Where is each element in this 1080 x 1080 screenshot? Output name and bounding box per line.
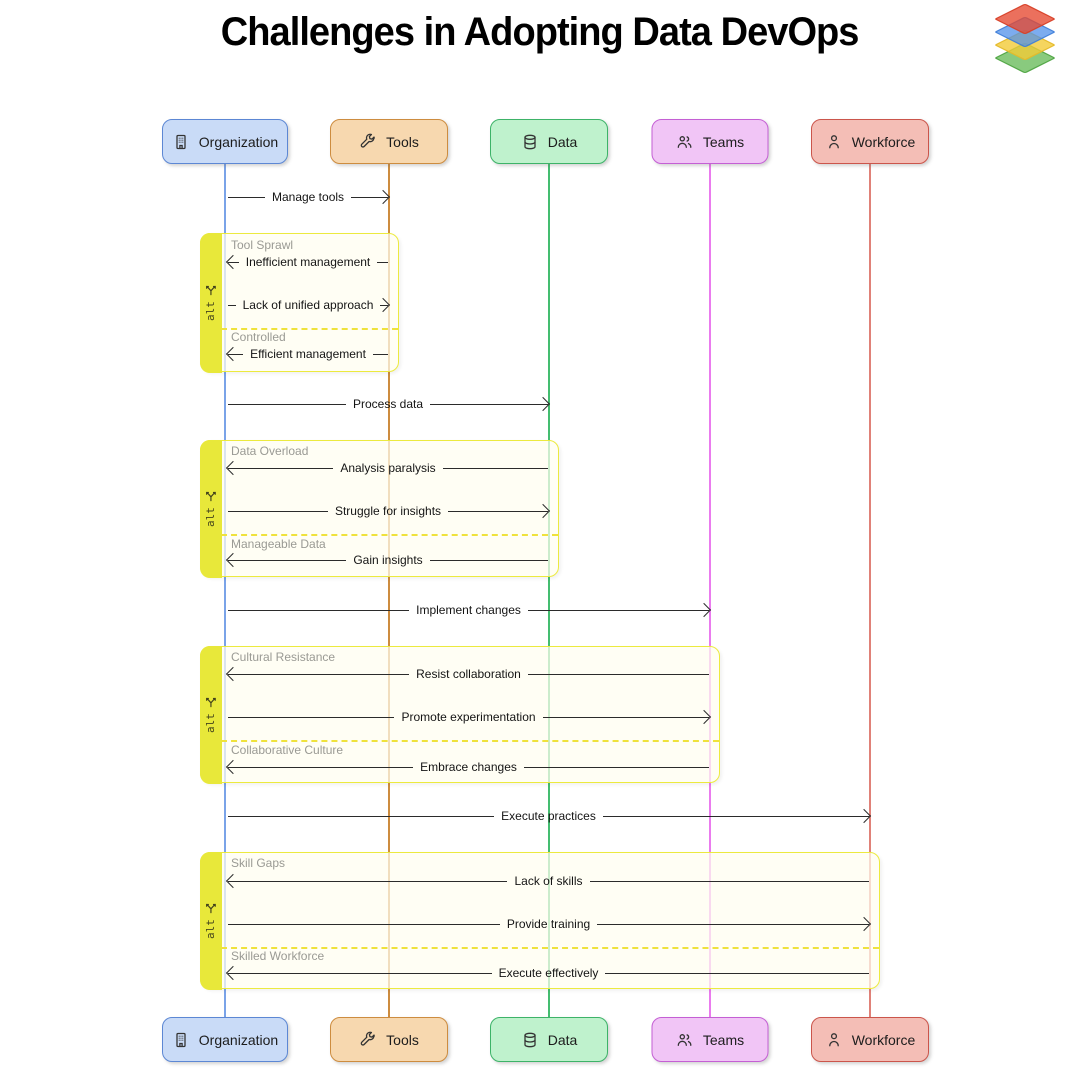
actor-label: Data [547, 1031, 578, 1048]
arrowhead-right-icon [696, 602, 712, 618]
alt-frame-skill-gaps: alt [199, 851, 880, 990]
person-icon [828, 1032, 839, 1046]
lifeline-data [548, 162, 550, 1018]
actor-label: Workforce [851, 1031, 916, 1048]
arrowhead-left-icon [225, 552, 241, 568]
message-struggle-for-insights: Struggle for insights [228, 503, 551, 519]
message-lack-of-skills: Lack of skills [225, 873, 869, 889]
actor-organization-bottom: Organization [162, 1017, 288, 1062]
case-label: Collaborative Culture [231, 743, 344, 757]
actor-teams-top: Teams [651, 119, 769, 164]
lifeline-organization [224, 162, 226, 1018]
actor-label: Teams [702, 133, 745, 150]
arrowhead-left-icon [225, 346, 241, 362]
alt-frame-data-overload: alt [199, 439, 559, 578]
case-label: Data Overload [231, 444, 309, 458]
arrowhead-right-icon [856, 808, 872, 824]
arrowhead-left-icon [225, 873, 241, 889]
alt-frame-cultural-resistance: alt [199, 645, 720, 784]
case-label: Cultural Resistance [231, 650, 336, 664]
actor-label: Teams [702, 1031, 745, 1048]
database-icon [524, 134, 536, 149]
alt-frame-tab: alt [199, 851, 222, 990]
alt-operator-label: alt [204, 713, 217, 733]
actor-label: Tools [386, 1031, 419, 1048]
actor-label: Organization [198, 133, 279, 150]
case-label: Tool Sprawl [231, 238, 294, 252]
actor-workforce-bottom: Workforce [811, 1017, 929, 1062]
branch-icon [205, 286, 216, 296]
case-label: Skill Gaps [231, 856, 286, 870]
database-icon [524, 1032, 536, 1047]
message-embrace-changes: Embrace changes [225, 759, 710, 775]
arrowhead-left-icon [225, 759, 241, 775]
arrowhead-right-icon [856, 916, 872, 932]
person-icon [828, 134, 839, 148]
arrowhead-left-icon [225, 460, 241, 476]
message-execute-effectively: Execute effectively [225, 965, 869, 981]
alt-frame-tab: alt [199, 645, 222, 784]
building-icon [176, 134, 186, 149]
actor-data-top: Data [490, 119, 608, 164]
people-icon [678, 1033, 692, 1046]
alt-divider [221, 947, 879, 949]
alt-operator-label: alt [204, 919, 217, 939]
lifeline-tools [388, 162, 390, 1018]
arrowhead-right-icon [375, 189, 391, 205]
message-provide-training: Provide training [228, 916, 872, 932]
actor-workforce-top: Workforce [811, 119, 929, 164]
actor-label: Tools [386, 133, 419, 150]
message-analysis-paralysis: Analysis paralysis [225, 460, 548, 476]
people-icon [678, 135, 692, 148]
actor-label: Data [547, 133, 578, 150]
actor-data-bottom: Data [490, 1017, 608, 1062]
branch-icon [205, 492, 216, 502]
message-inefficient-management: Inefficient management [225, 254, 388, 270]
alt-operator-label: alt [204, 301, 217, 321]
actor-organization-top: Organization [162, 119, 288, 164]
alt-frame-tab: alt [199, 439, 222, 578]
arrowhead-left-icon [225, 666, 241, 682]
message-promote-experimentation: Promote experimentation [228, 709, 712, 725]
actor-label: Workforce [851, 133, 916, 150]
lifeline-workforce [869, 162, 871, 1018]
actor-tools-top: Tools [330, 119, 448, 164]
page-title: Challenges in Adopting Data DevOps [221, 10, 860, 54]
arrowhead-right-icon [535, 503, 551, 519]
wrench-icon [360, 133, 376, 148]
arrowhead-right-icon [535, 396, 551, 412]
alt-frame-tab: alt [199, 232, 222, 373]
stacked-layers-logo [993, 3, 1066, 74]
alt-divider [221, 328, 398, 330]
case-label: Controlled [231, 330, 286, 344]
branch-icon [205, 698, 216, 708]
alt-frame-tool-sprawl: alt [199, 232, 399, 373]
message-manage-tools: Manage tools [228, 189, 391, 205]
message-resist-collaboration: Resist collaboration [225, 666, 709, 682]
building-icon [176, 1032, 186, 1047]
message-efficient-management: Efficient management [225, 346, 389, 362]
message-process-data: Process data [228, 396, 551, 412]
arrowhead-left-icon [225, 965, 241, 981]
actor-tools-bottom: Tools [330, 1017, 448, 1062]
message-gain-insights: Gain insights [225, 552, 548, 568]
message-execute-practices: Execute practices [228, 808, 872, 824]
wrench-icon [360, 1031, 376, 1046]
actor-teams-bottom: Teams [651, 1017, 769, 1062]
branch-icon [205, 904, 216, 914]
alt-operator-label: alt [204, 507, 217, 527]
actor-label: Organization [198, 1031, 279, 1048]
case-label: Skilled Workforce [231, 949, 325, 963]
case-label: Manageable Data [231, 537, 326, 551]
message-implement-changes: Implement changes [228, 602, 712, 618]
message-lack-of-unified-approach: Lack of unified approach [228, 297, 391, 313]
arrowhead-right-icon [696, 709, 712, 725]
lifeline-teams [709, 162, 711, 1018]
alt-divider [221, 740, 719, 742]
alt-divider [221, 534, 558, 536]
